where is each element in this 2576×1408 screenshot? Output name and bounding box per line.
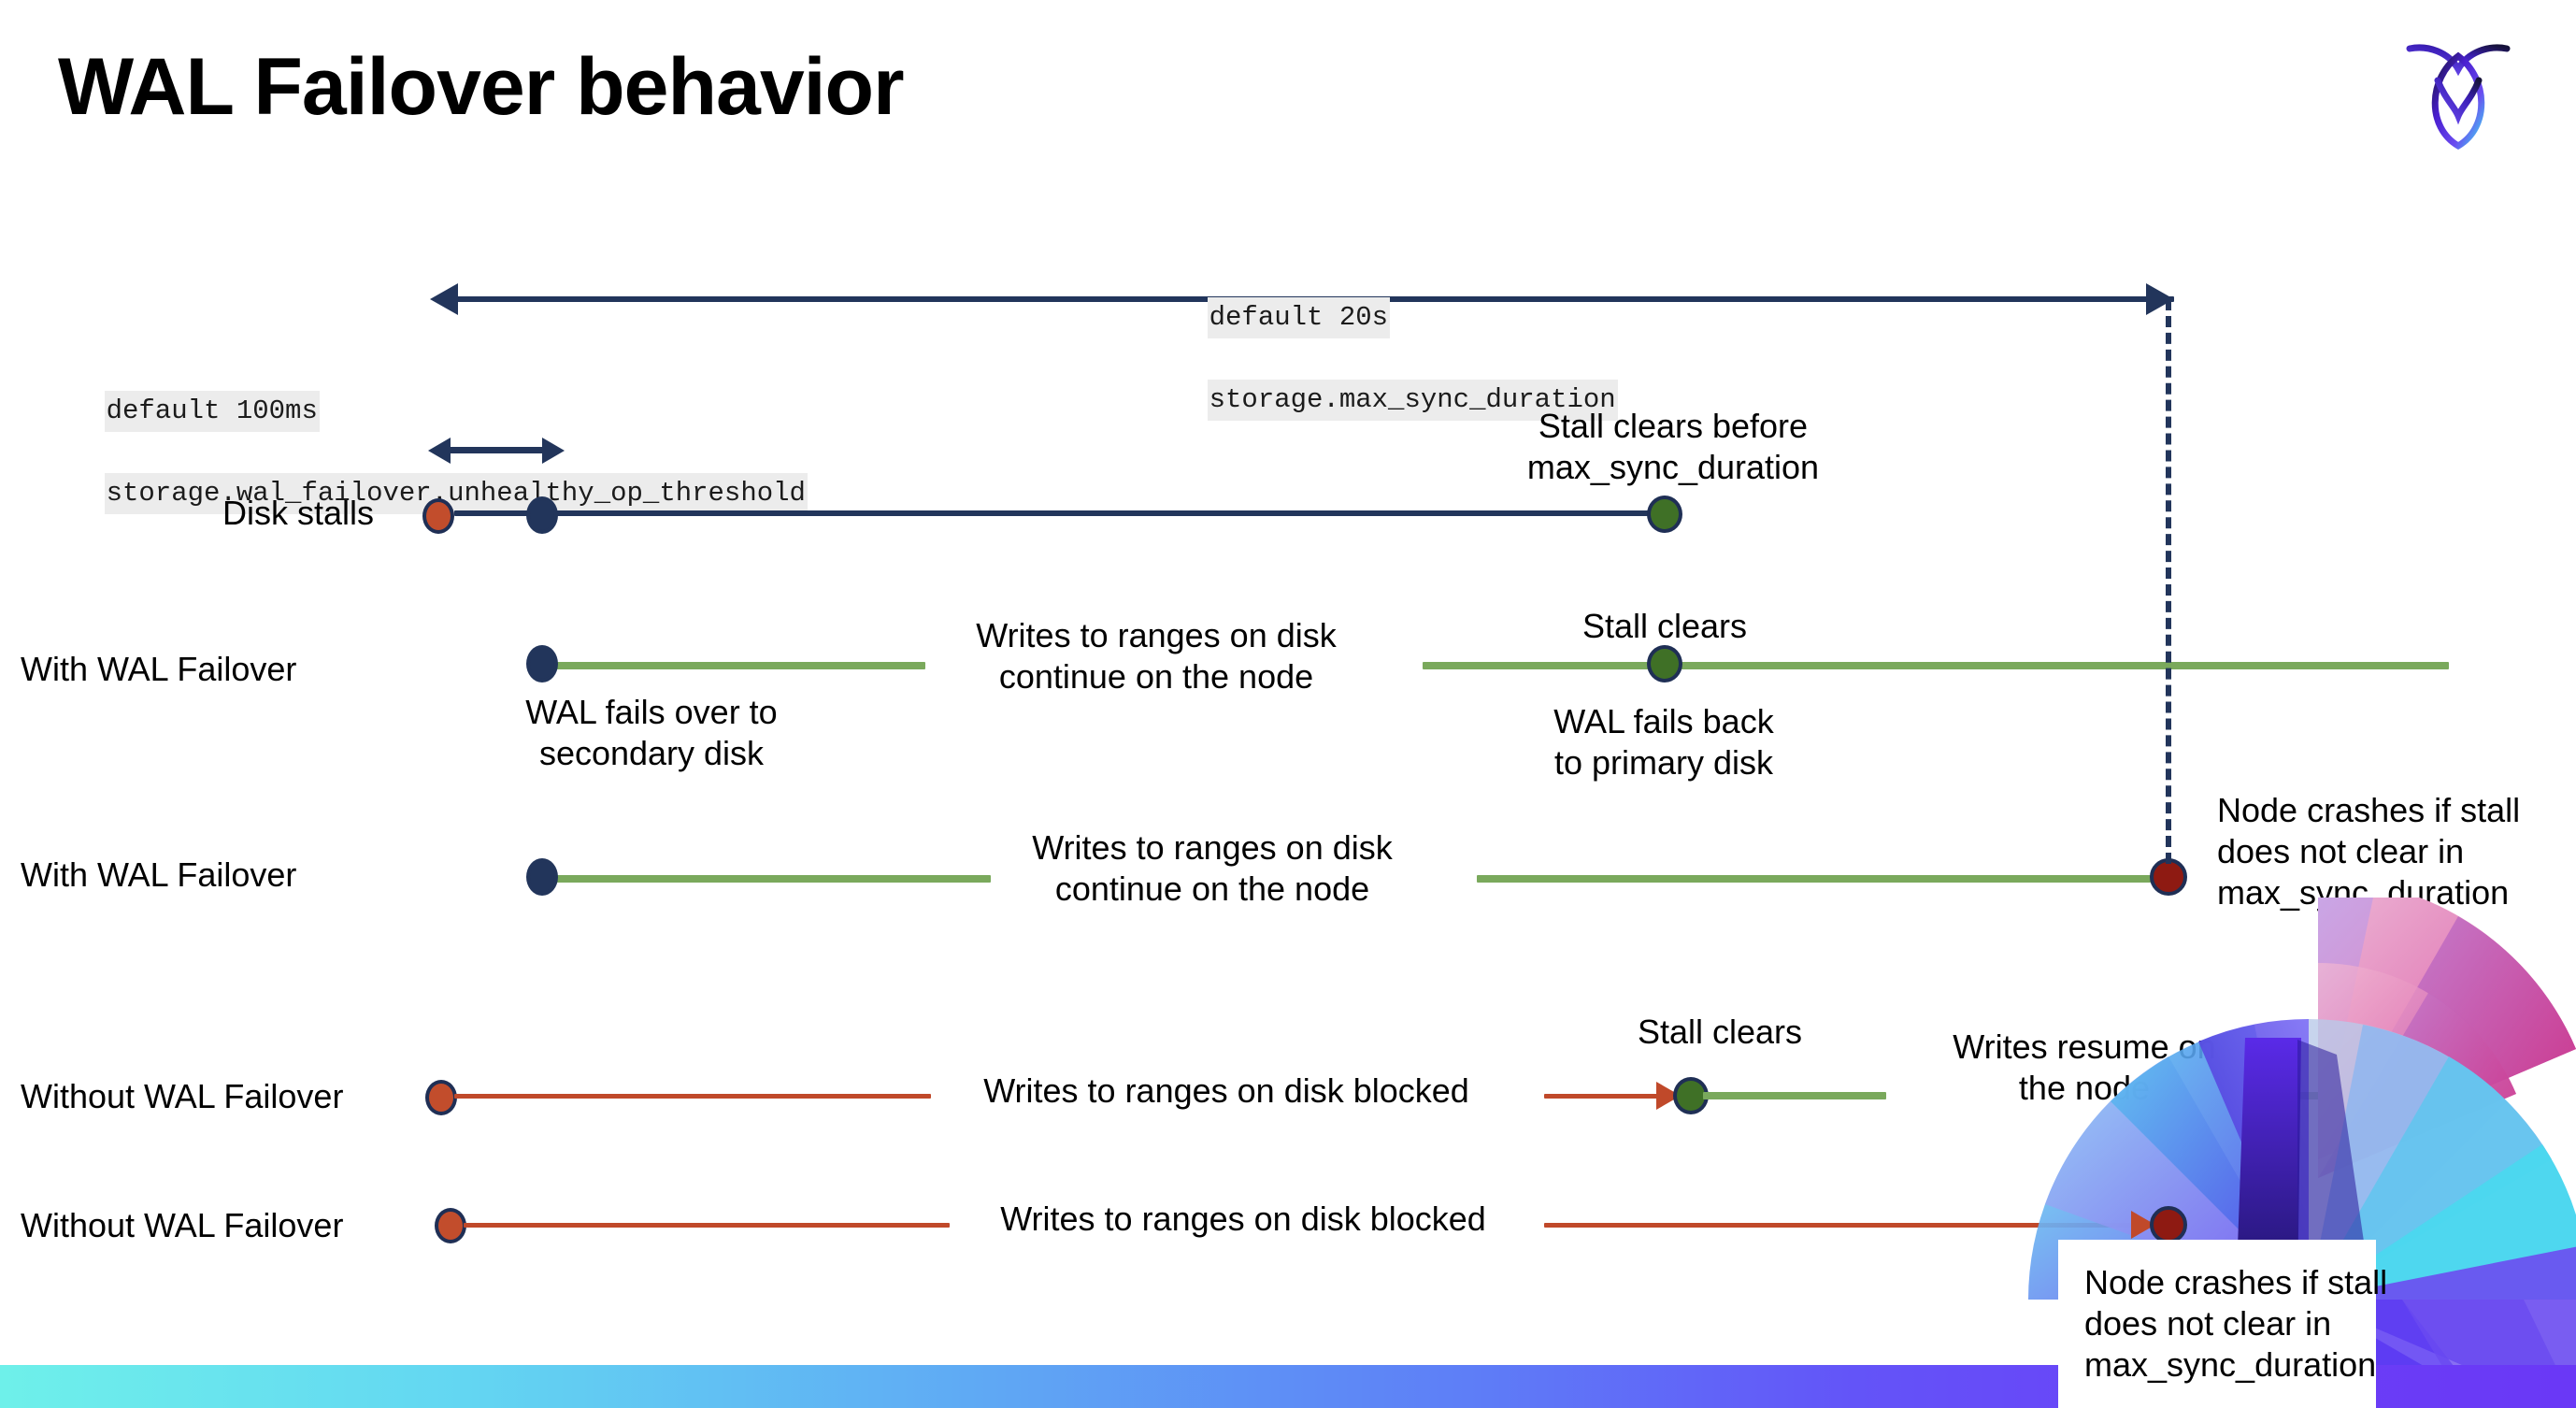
max-sync-setting-text: storage.max_sync_duration [1207,380,1618,422]
row-label-with-wal-failover-clears: With WAL Failover [21,650,297,688]
unhealthy-op-threshold-chip: default 100ms storage.wal_failover.unhea… [39,350,808,555]
max-sync-duration-chip: default 20s storage.max_sync_duration [1142,256,1618,462]
without-failover-crash-blocked-line-a [464,1223,950,1228]
row-label-without-wal-failover-crash: Without WAL Failover [21,1206,344,1244]
note-writes-continue-row3: Writes to ranges on disk continue on the… [1032,828,1393,908]
wal-failover-clears-line-right [1423,662,2449,669]
note-node-crashes-row3: Node crashes if stall does not clear in … [2217,791,2521,912]
disk-stalls-failover-dot [526,496,558,534]
max-sync-arrow-left-head [430,283,458,315]
wal-failover-crash-start-dot [526,858,558,896]
note-wal-fails-over-secondary: WAL fails over to secondary disk [525,693,778,772]
wal-failover-clears-clear-dot [1647,645,1682,682]
wal-failover-clears-line-left [533,662,925,669]
row-label-disk-stalls: Disk stalls [222,494,375,532]
note-writes-continue-row2: Writes to ranges on disk continue on the… [976,616,1337,696]
without-failover-clears-blocked-line-b [1544,1094,1666,1099]
max-sync-dashed-connector [2166,299,2171,864]
without-failover-clears-resume-line-a [1703,1092,1886,1099]
without-failover-crash-node-crash-dot [2150,1206,2187,1243]
note-writes-resume-row4: Writes resume on the node [1953,1027,2216,1107]
wal-failover-clears-start-dot [526,645,558,682]
threshold-arrow-left-head [428,438,451,464]
note-writes-blocked-row5: Writes to ranges on disk blocked [1000,1200,1486,1238]
wal-failover-crash-line-right [1477,875,2168,883]
disk-stalls-start-dot [422,498,454,534]
without-failover-clears-blocked-line-a [454,1094,931,1099]
note-stall-clears-row2: Stall clears [1581,607,1748,645]
max-sync-default-text: default 20s [1207,297,1391,339]
note-wal-fails-back-primary: WAL fails back to primary disk [1553,702,1774,782]
disk-stalls-line [454,510,1660,516]
wal-failover-crash-line-left [533,875,991,883]
without-failover-crash-start-dot [435,1208,466,1243]
page-title: WAL Failover behavior [58,42,905,132]
row-label-without-wal-failover-clears: Without WAL Failover [21,1077,344,1115]
without-failover-crash-blocked-line-b [1544,1223,2142,1228]
threshold-arrow-right-head [542,438,565,464]
note-stall-clears-row4: Stall clears [1637,1013,1803,1051]
note-writes-blocked-row4: Writes to ranges on disk blocked [983,1071,1469,1110]
unhealthy-setting-text: storage.wal_failover.unhealthy_op_thresh… [104,473,808,515]
without-failover-clears-start-dot [425,1080,457,1115]
unhealthy-default-text: default 100ms [104,391,320,433]
note-node-crashes-row5: Node crashes if stall does not clear in … [2084,1263,2388,1384]
without-failover-clears-resume-line-b [2286,1092,2451,1099]
cockroachdb-logo-icon [2400,28,2516,155]
disk-stalls-clear-dot [1647,496,1682,533]
wal-failover-crash-node-crash-dot [2150,858,2187,896]
threshold-span-line [449,447,546,453]
note-stall-clears-before-max-sync: Stall clears before max_sync_duration [1526,407,1820,486]
row-label-with-wal-failover-crash: With WAL Failover [21,855,297,894]
